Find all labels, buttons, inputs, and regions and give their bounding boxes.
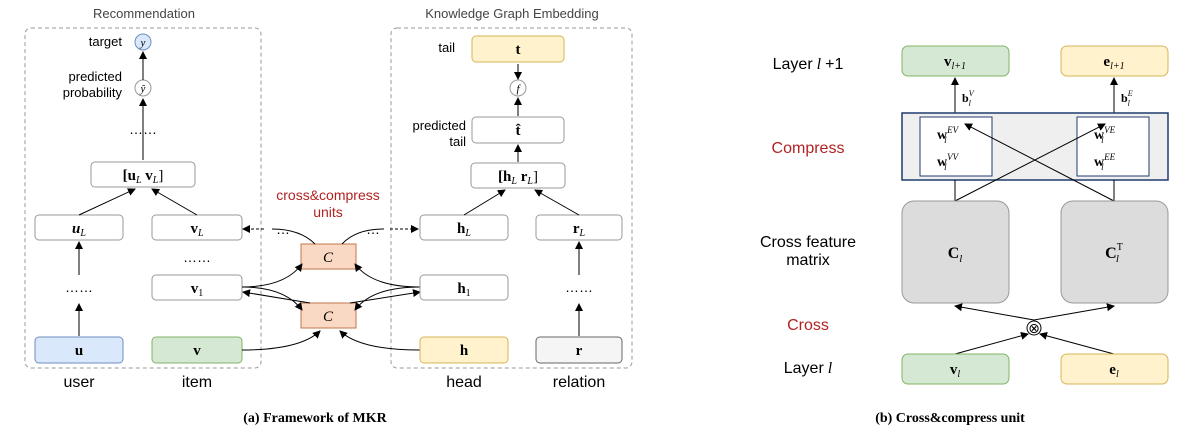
weight-box-left xyxy=(919,116,993,177)
predicted-probability-label-2: probability xyxy=(63,85,123,100)
relation-node-label: r xyxy=(576,343,583,359)
cross-matrix-label: Cl xyxy=(948,245,963,265)
dots-left: … xyxy=(276,221,290,237)
uv-concat-box xyxy=(90,161,196,188)
compress-label: Compress xyxy=(772,140,845,157)
tail-label: tail xyxy=(438,40,455,55)
target-node xyxy=(134,33,152,51)
cc-unit-bottom-label: C xyxy=(323,309,334,325)
otimes-node xyxy=(1026,320,1042,336)
cross-matrix-transpose xyxy=(1060,200,1169,304)
rL-label: rL xyxy=(573,221,586,239)
dots-v: …… xyxy=(183,249,211,265)
relation-box xyxy=(535,336,623,364)
dots-right: … xyxy=(366,221,380,237)
kge-container xyxy=(390,27,633,369)
hL-label: hL xyxy=(457,221,471,239)
h1-label: h1 xyxy=(457,281,470,299)
cc-units-label-1: cross&compress xyxy=(276,187,379,203)
cc-unit-top-label: C xyxy=(323,250,334,266)
predicted-probability-label-1: predicted xyxy=(69,69,122,84)
head-box xyxy=(419,336,509,364)
dots-u: …… xyxy=(65,279,93,295)
target-node-label: y xyxy=(140,37,146,49)
cross-feature-label-2: matrix xyxy=(786,252,830,269)
e-next-label: el+1 xyxy=(1103,54,1124,72)
panel-a: Recommendation Knowledge Graph Embedding… xyxy=(24,6,633,426)
cc-unit-top xyxy=(300,243,357,270)
cross-matrix xyxy=(901,200,1010,304)
cc-units-label-2: units xyxy=(313,204,343,220)
otimes-label: ⊗ xyxy=(1028,320,1040,336)
predicted-tail-label-1: predicted xyxy=(413,118,466,133)
predicted-tail-node-label: t̂ xyxy=(515,123,521,139)
user-label: user xyxy=(63,374,95,391)
dots-r: …… xyxy=(565,279,593,295)
predicted-tail-box xyxy=(471,116,565,144)
v-next-label: vl+1 xyxy=(944,54,966,72)
tail-box xyxy=(471,35,565,63)
cross-label: Cross xyxy=(787,317,829,334)
user-node-label: u xyxy=(75,343,83,359)
e-l-label: el xyxy=(1109,362,1119,380)
uL-label: uL xyxy=(72,221,86,239)
head-node-label: h xyxy=(460,343,469,359)
item-label: item xyxy=(182,374,212,391)
item-node-label: v xyxy=(193,343,201,359)
recommendation-title: Recommendation xyxy=(93,6,195,21)
h1-box xyxy=(419,274,509,301)
recommendation-container xyxy=(24,27,262,369)
weight-box-right xyxy=(1076,116,1150,177)
v-next-box xyxy=(901,45,1010,77)
e-l-box xyxy=(1060,353,1169,385)
predicted-node-label: ŷ xyxy=(140,83,146,95)
head-label: head xyxy=(446,374,482,391)
v-l-box xyxy=(901,353,1010,385)
v-l-label: vl xyxy=(950,362,961,380)
kge-title: Knowledge Graph Embedding xyxy=(425,6,598,21)
target-label: target xyxy=(89,34,123,49)
hr-concat-label: [hL rL] xyxy=(498,169,538,187)
e-next-box xyxy=(1060,45,1169,77)
cross-feature-label-1: Cross feature xyxy=(760,234,856,251)
predicted-tail-label-2: tail xyxy=(449,134,466,149)
hr-concat-box xyxy=(470,162,566,189)
vL-label: vL xyxy=(190,221,204,239)
v1-label: v1 xyxy=(191,281,204,299)
score-function-label: f xyxy=(516,83,521,95)
relation-label: relation xyxy=(553,374,605,391)
caption-b: (b) Cross&compress unit xyxy=(875,411,1025,426)
user-box xyxy=(34,336,124,364)
cc-unit-bottom xyxy=(300,302,357,329)
score-function-node xyxy=(509,79,527,97)
caption-a: (a) Framework of MKR xyxy=(243,411,387,426)
tail-node-label: t xyxy=(516,42,521,58)
uv-concat-label: [uL vL] xyxy=(123,168,164,186)
